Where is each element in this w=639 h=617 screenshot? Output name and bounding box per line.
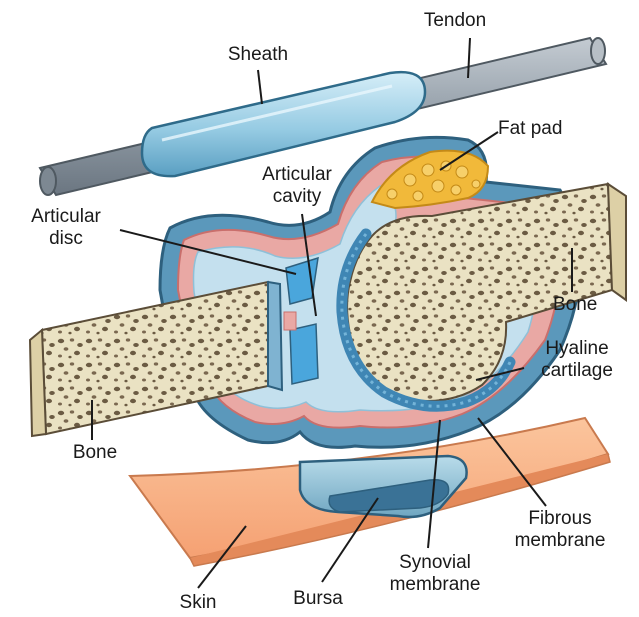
label-bone-left: Bone: [60, 442, 130, 464]
label-fibrous-membrane-line2: membrane: [496, 530, 624, 552]
label-bone-right: Bone: [553, 294, 597, 316]
label-fibrous-membrane-line1: Fibrous: [496, 508, 624, 530]
label-articular-cavity-line1: Articular: [242, 164, 352, 186]
label-articular-disc-line2: disc: [14, 228, 118, 250]
leader-sheath: [258, 70, 262, 104]
label-bursa: Bursa: [278, 588, 358, 610]
label-hyaline-cartilage-line1: Hyaline: [524, 338, 630, 360]
label-hyaline-cartilage: Hyaline cartilage: [524, 338, 630, 382]
label-articular-cavity-line2: cavity: [242, 186, 352, 208]
label-synovial-membrane-line1: Synovial: [376, 552, 494, 574]
label-articular-disc: Articular disc: [14, 206, 118, 250]
label-synovial-membrane-line2: membrane: [376, 574, 494, 596]
label-synovial-membrane: Synovial membrane: [376, 552, 494, 596]
label-hyaline-cartilage-line2: cartilage: [524, 360, 630, 382]
label-articular-cavity: Articular cavity: [242, 164, 352, 208]
bursa: [300, 456, 467, 517]
label-fibrous-membrane: Fibrous membrane: [496, 508, 624, 552]
label-sheath: Sheath: [218, 44, 298, 66]
label-tendon: Tendon: [420, 10, 490, 32]
label-articular-disc-line1: Articular: [14, 206, 118, 228]
label-fat-pad: Fat pad: [498, 118, 562, 140]
label-skin: Skin: [168, 592, 228, 614]
